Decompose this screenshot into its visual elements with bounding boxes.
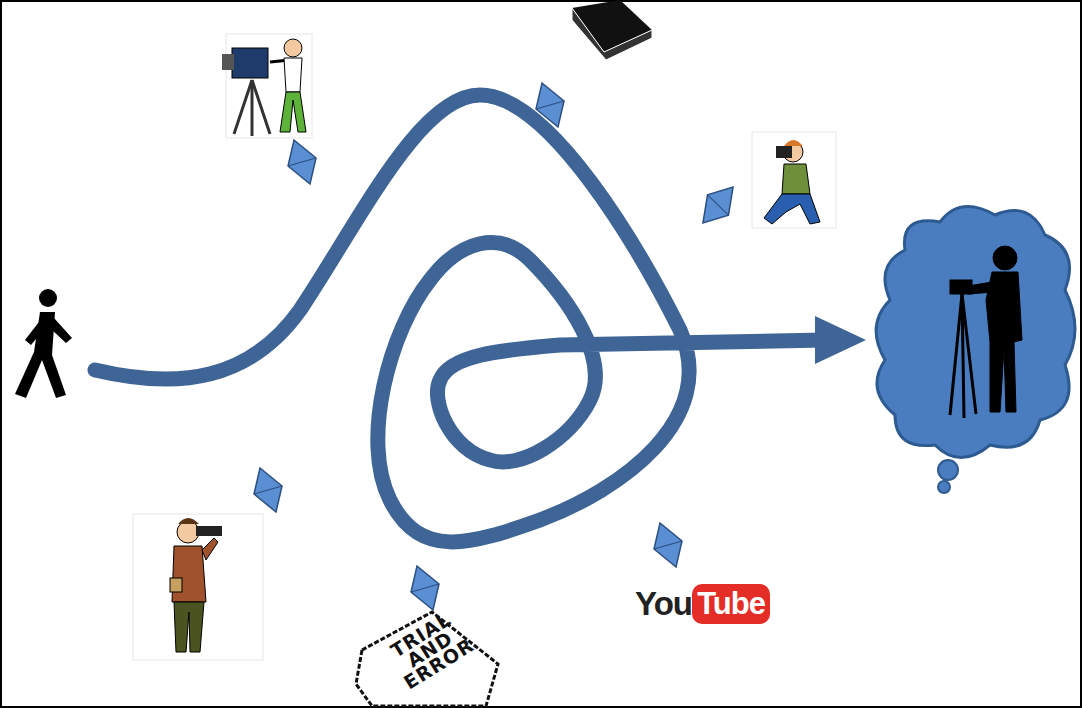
head [284,39,302,57]
hair [784,140,803,146]
observer-icon [133,514,263,660]
diamond-marker [254,468,282,512]
head [177,521,199,543]
photographer-silhouette [950,246,1022,418]
camera [776,146,792,158]
diamond-face [654,523,682,567]
walker-head [39,289,57,307]
diamond-face [288,140,316,184]
logo-badge-text: Tube [692,584,770,624]
cloud-shape [876,206,1075,457]
thought-bubble [938,460,958,480]
diamond-edge [536,101,564,109]
icon-frame [133,514,263,660]
tripod-photographer-icon [222,34,312,138]
diamond-edge [254,486,282,494]
diamond-marker [411,566,439,610]
diamond-edge [288,158,316,166]
diamond-face [411,566,439,610]
hair [178,518,199,524]
diamond-face [692,182,744,228]
arm [202,538,218,560]
crouching-photographer-icon [752,132,836,228]
trousers [174,602,204,652]
silhouette-body [986,272,1022,412]
tripod-leg [234,80,252,134]
walker-icon [15,289,72,398]
book-pages [572,8,652,60]
walker-arms [25,318,72,345]
jacket [172,546,206,602]
tripod-leg [950,294,962,415]
diamond-edge [654,541,682,549]
diamond-marker [692,182,744,228]
diamond-edge [708,191,729,219]
tripod-leg [962,294,976,414]
silhouette-head [993,246,1017,270]
camera-lens [222,54,234,70]
thought-cloud [876,206,1075,493]
diamond-edge [411,584,439,592]
bag [170,578,182,592]
diamond-marker [654,523,682,567]
vest [782,164,810,194]
book-icon [572,0,652,60]
diamond-marker [288,140,316,184]
camera-box [232,48,268,78]
logo-text: You [622,584,692,624]
trousers [280,92,306,132]
icon-frame [226,34,312,138]
spiral-path [95,95,825,542]
thought-bubble [938,481,950,493]
tripod-leg [251,80,254,136]
arrow-head [815,316,866,364]
silhouette-camera [950,280,972,294]
icon-frame [752,132,836,228]
tripod-leg [252,80,270,134]
shirt [284,58,302,92]
trousers [764,194,820,224]
diamond-face [254,468,282,512]
binoculars [196,526,222,536]
